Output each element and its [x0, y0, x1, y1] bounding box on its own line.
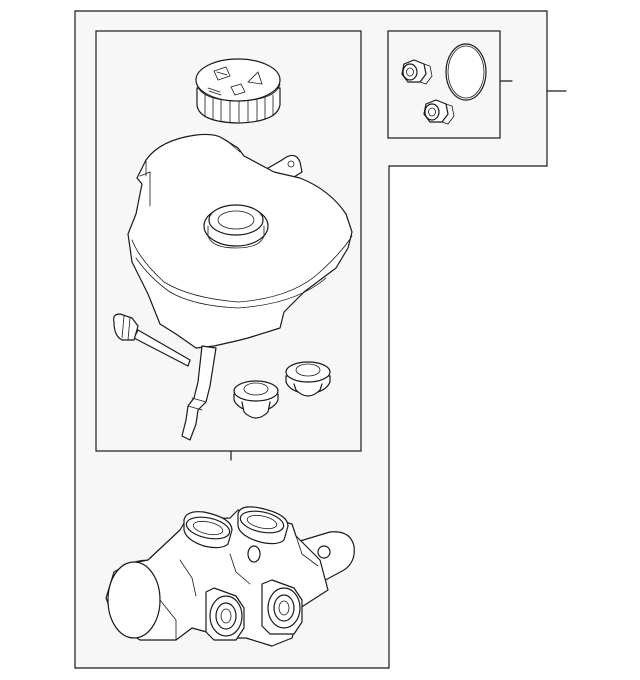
level-sensor	[113, 313, 191, 367]
o-ring-seal	[445, 43, 487, 101]
flange-nut-upper	[401, 59, 433, 85]
reservoir-grommet-left	[233, 380, 279, 419]
reservoir-cap	[195, 58, 281, 124]
flange-nut-lower	[423, 99, 455, 125]
reservoir-grommet-right	[285, 361, 331, 397]
fluid-reservoir	[127, 133, 353, 441]
master-cylinder-body	[105, 506, 355, 647]
